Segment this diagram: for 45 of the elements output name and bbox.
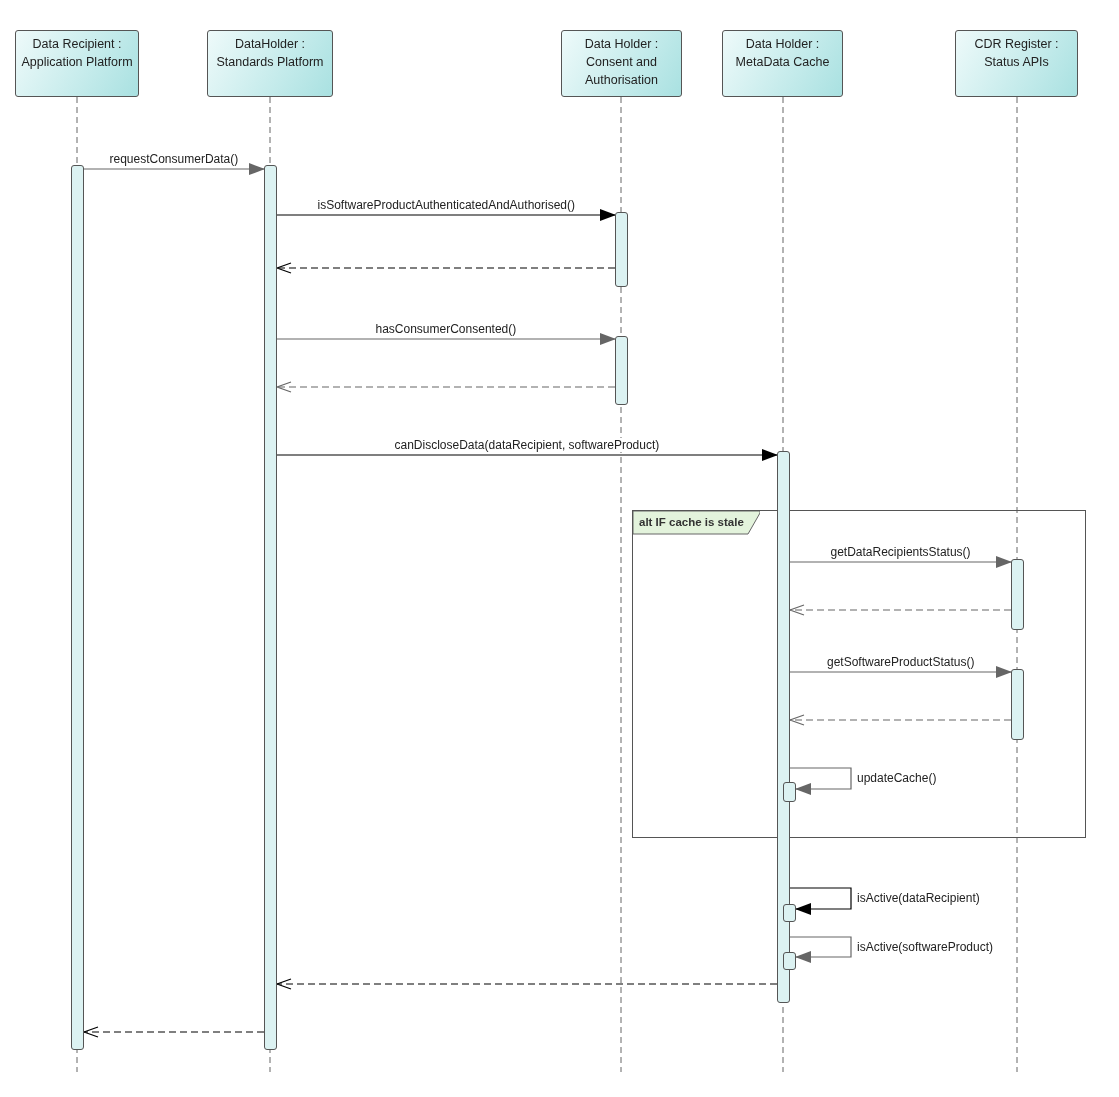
activation-bar: [615, 212, 628, 287]
message-arrow: [276, 333, 616, 345]
self-message-arrow: [789, 767, 852, 795]
message-label: isSoftwareProductAuthenticatedAndAuthorised(): [315, 198, 577, 212]
activation-bar: [783, 952, 796, 970]
return-arrow: [276, 262, 616, 274]
return-arrow: [83, 1026, 265, 1038]
message-label: getSoftwareProductStatus(): [825, 655, 977, 669]
message-arrow: [789, 556, 1012, 568]
activation-bar: [1010, 558, 1024, 630]
activation-bar: [71, 165, 84, 1050]
participant-box: [15, 30, 139, 97]
self-message-arrow: [789, 887, 852, 915]
return-arrow: [276, 978, 778, 990]
participant-name: DataHolder : Standards Platform: [215, 36, 325, 71]
participant-box: [561, 30, 682, 97]
activation-bar: [1010, 668, 1024, 740]
message-label: requestConsumerData(): [107, 152, 241, 166]
message-arrow: [276, 449, 778, 461]
message-arrow: [789, 666, 1012, 678]
participant-name: Data Holder : MetaData Cache: [734, 36, 831, 71]
message-label: isActive(dataRecipient): [855, 891, 982, 905]
message-label: updateCache(): [855, 771, 939, 785]
activation-bar: [615, 336, 628, 405]
self-message-arrow: [789, 936, 852, 963]
activation-bar: [783, 904, 796, 922]
fragment-label: alt IF cache is stale: [633, 511, 760, 535]
participant-name: Data Recipient : Application Platform: [20, 36, 134, 71]
return-arrow: [789, 714, 1012, 726]
activation-bar: [777, 451, 790, 1003]
message-arrow: [83, 163, 265, 175]
participant-box: [955, 30, 1078, 97]
return-arrow: [276, 381, 616, 393]
participant-box: [722, 30, 843, 97]
message-label: canDiscloseData(dataRecipient, softwareProduct): [392, 438, 662, 452]
message-label: hasConsumerConsented(): [373, 322, 519, 336]
message-arrow: [276, 209, 616, 221]
participant-name: CDR Register : Status APIs: [973, 36, 1060, 71]
alt-fragment: [632, 510, 1086, 838]
participant-name: Data Holder : Consent and Authorisation: [583, 36, 660, 89]
return-arrow: [789, 604, 1012, 616]
message-label: getDataRecipientsStatus(): [828, 545, 973, 559]
message-label: isActive(softwareProduct): [855, 940, 996, 954]
activation-bar: [264, 165, 277, 1050]
participant-box: [207, 30, 333, 97]
